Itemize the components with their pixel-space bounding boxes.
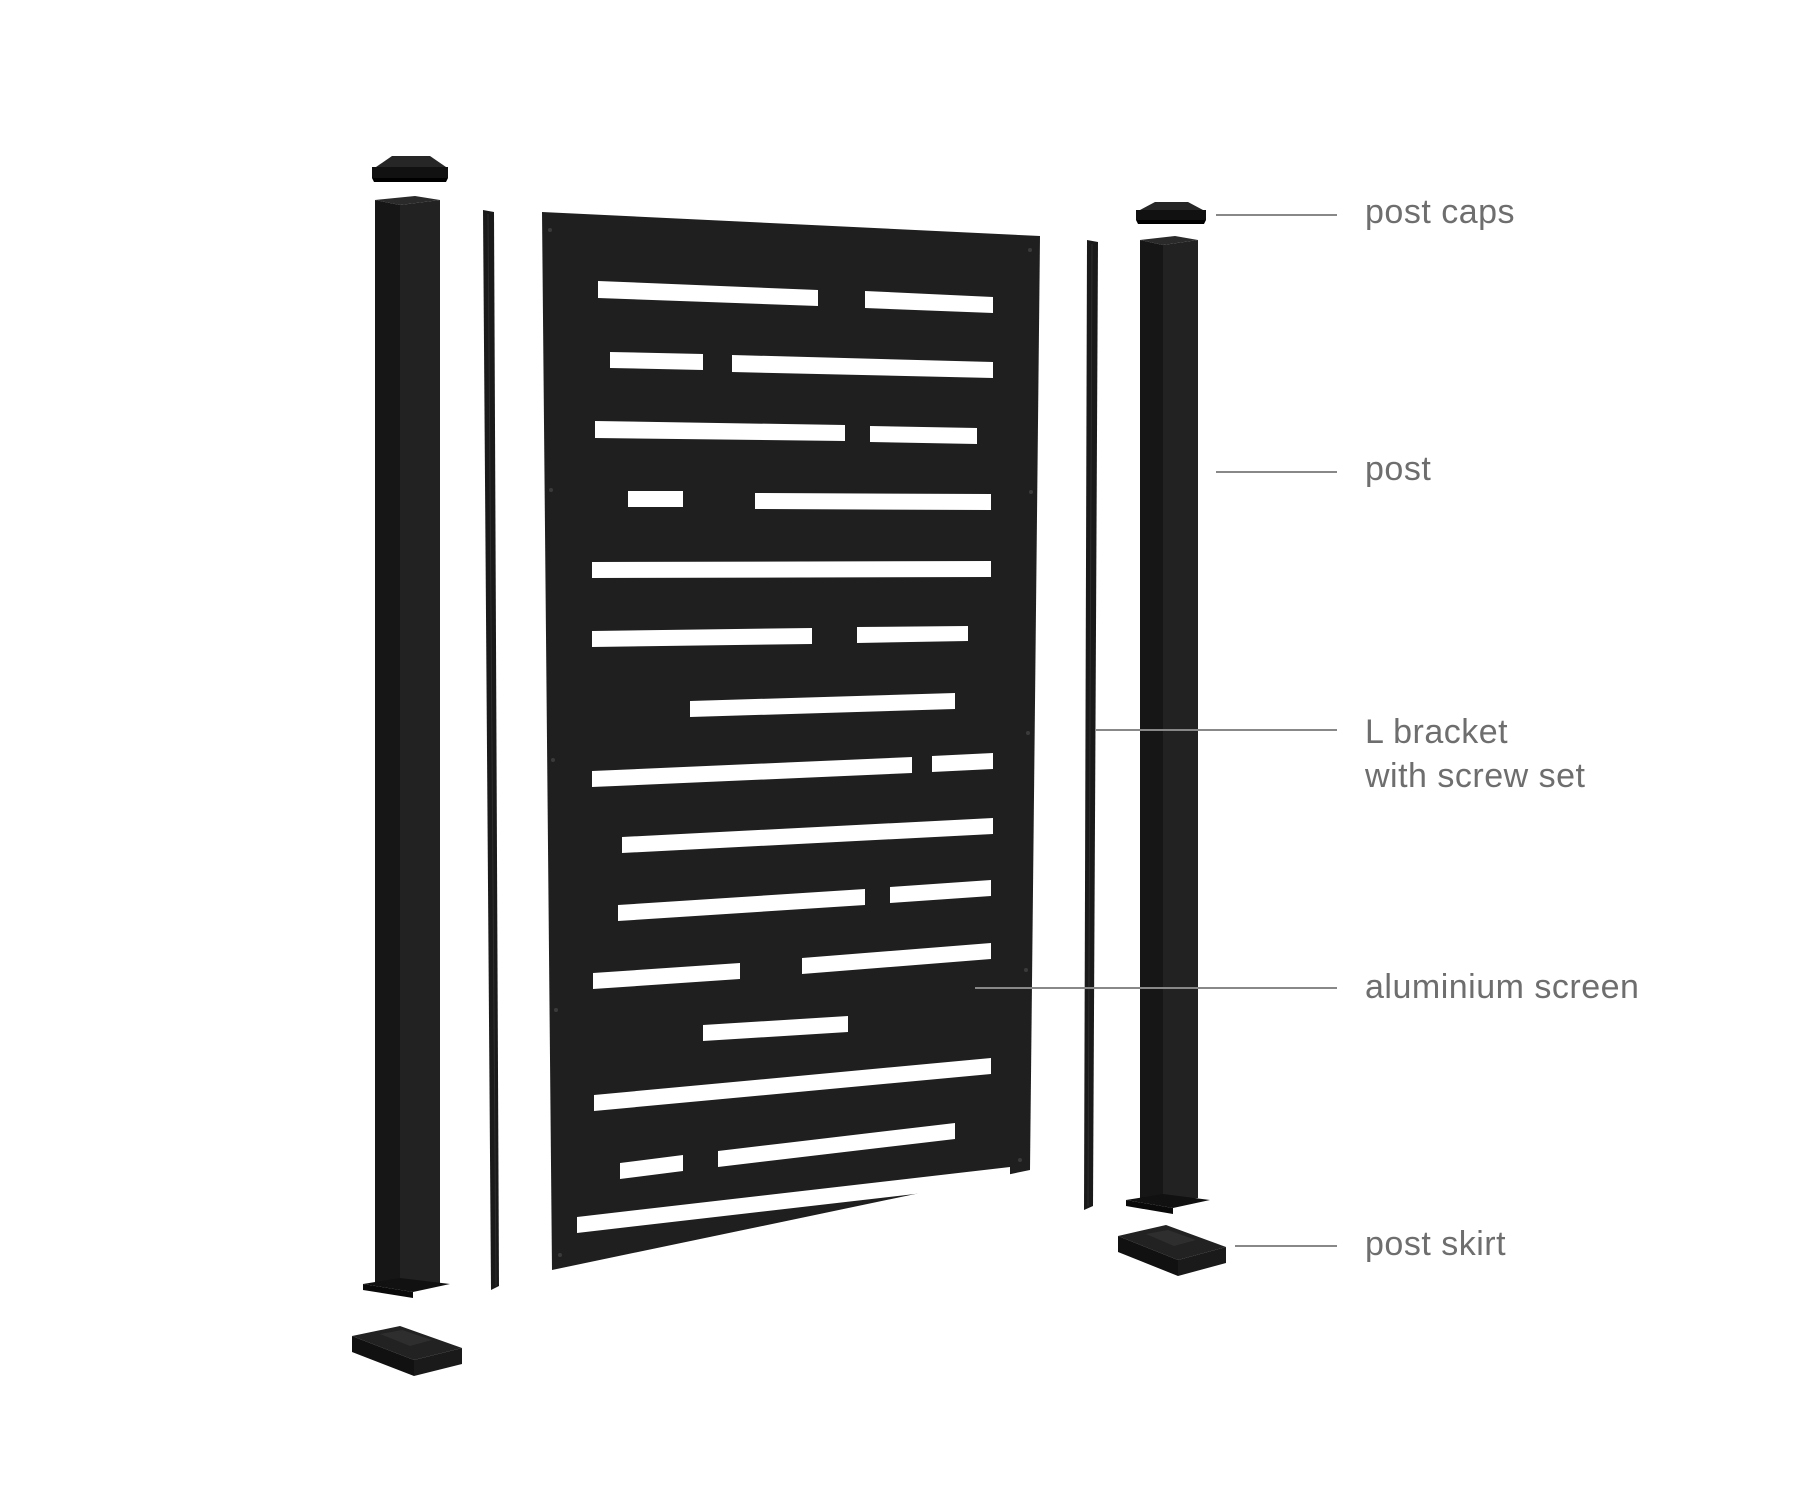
- label-l-bracket-line1: L bracket: [1365, 713, 1509, 751]
- label-l-bracket-line2: with screw set: [1365, 757, 1586, 795]
- screen-screw-holes: [548, 228, 1033, 1257]
- label-post-skirt: post skirt: [1365, 1225, 1507, 1263]
- left-l-bracket: [483, 210, 499, 1290]
- left-post-cap: [372, 156, 448, 182]
- label-post-caps: post caps: [1365, 193, 1516, 231]
- right-post: [1126, 236, 1210, 1214]
- screen-cutouts: [577, 281, 1010, 1233]
- label-l-bracket: L bracket with screw set: [1365, 710, 1586, 798]
- label-aluminium-screen: aluminium screen: [1365, 968, 1640, 1006]
- aluminium-screen: [542, 212, 1040, 1270]
- right-post-skirt: [1118, 1225, 1226, 1276]
- right-l-bracket: [1084, 240, 1098, 1210]
- left-post-skirt: [352, 1326, 462, 1376]
- label-post: post: [1365, 450, 1432, 488]
- leader-lines: [975, 214, 1337, 1247]
- right-post-cap: [1136, 202, 1206, 224]
- left-post: [363, 196, 450, 1298]
